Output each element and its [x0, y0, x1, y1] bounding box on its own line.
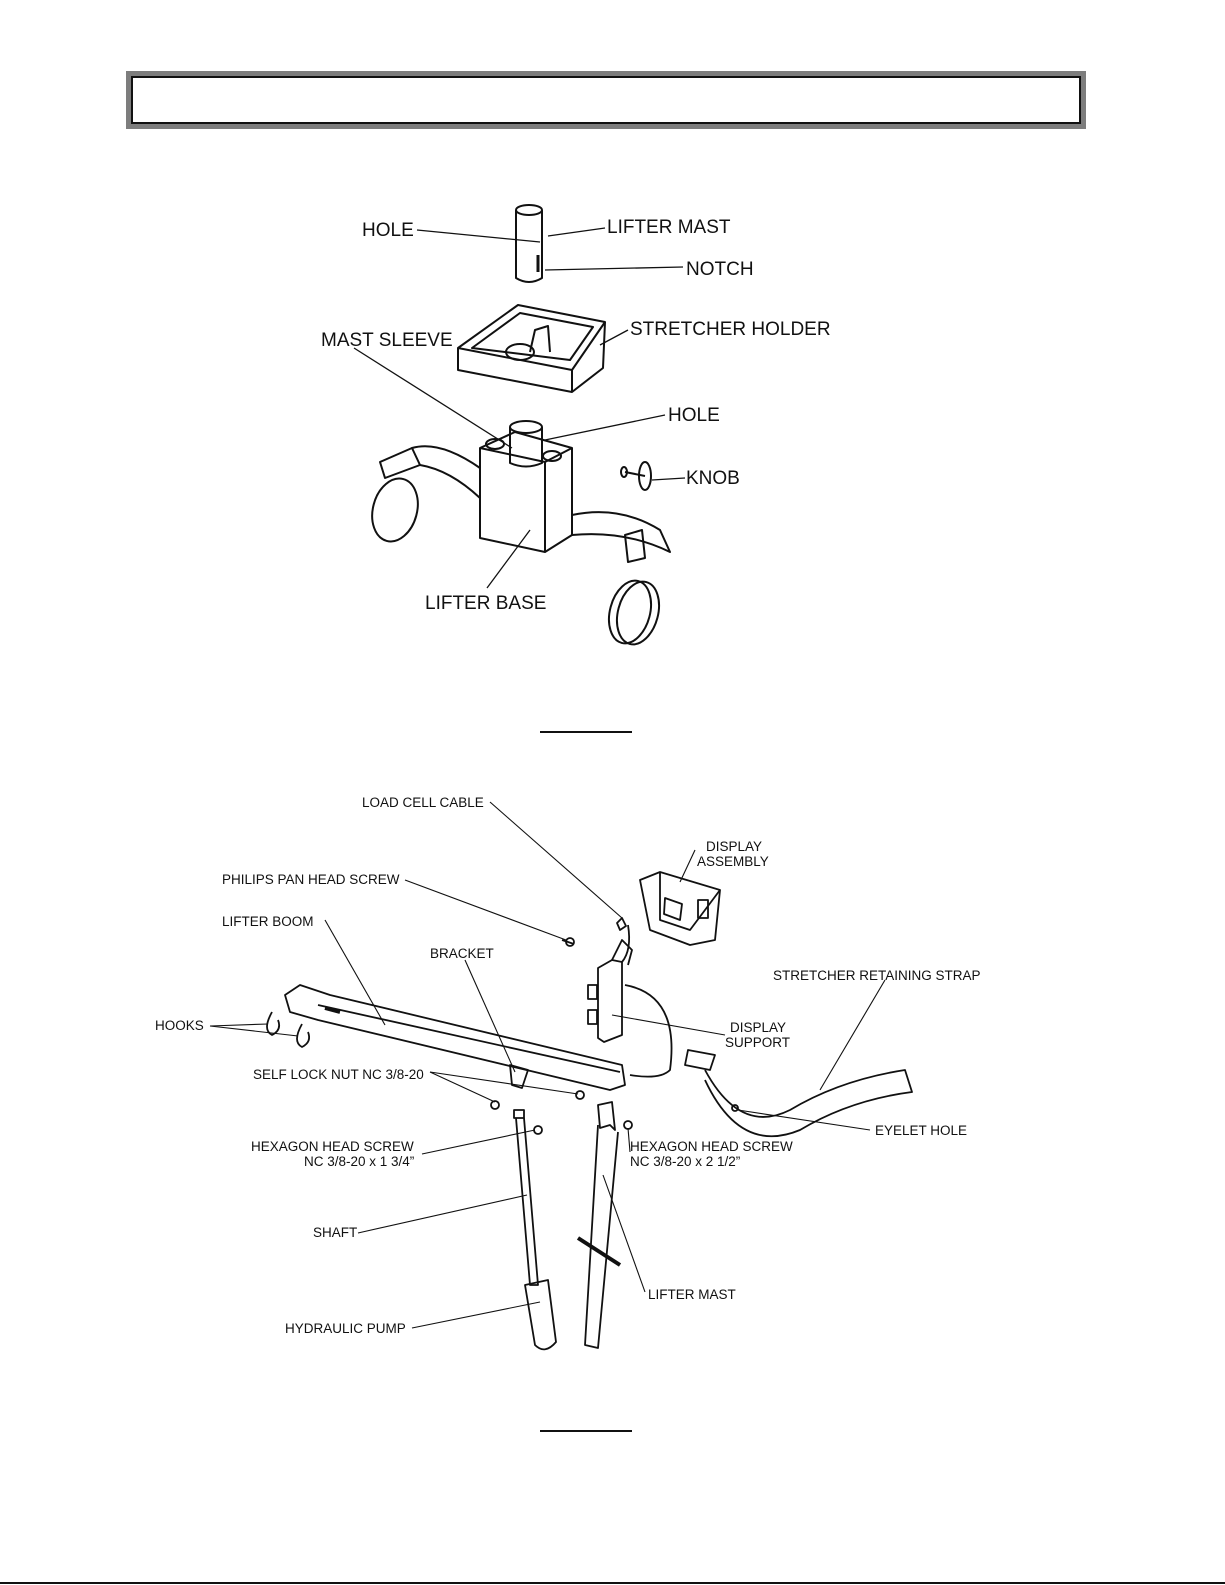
- display-assembly-part: [639, 871, 721, 946]
- knob-part: [620, 461, 652, 491]
- label-display-assembly-line2: ASSEMBLY: [697, 854, 769, 869]
- lifter-mast-tube-part: [576, 1101, 622, 1349]
- label-self-lock-nut: SELF LOCK NUT NC 3/8-20: [253, 1067, 424, 1082]
- label-notch: NOTCH: [686, 259, 754, 280]
- label-shaft: SHAFT: [313, 1225, 357, 1240]
- label-lifter-mast: LIFTER MAST: [648, 1287, 736, 1302]
- label-philips-pan-head-screw: PHILIPS PAN HEAD SCREW: [222, 872, 400, 887]
- lifter-base-part: [371, 420, 671, 646]
- label-hole-sleeve: HOLE: [668, 405, 720, 426]
- label-hexagon-head-screw-left-line2: NC 3/8-20 x 1 3/4”: [304, 1154, 414, 1169]
- label-hexagon-head-screw-right-line1: HEXAGON HEAD SCREW: [630, 1139, 793, 1154]
- label-hydraulic-pump: HYDRAULIC PUMP: [285, 1321, 406, 1336]
- label-hole-top: HOLE: [362, 220, 414, 241]
- label-lifter-base: LIFTER BASE: [425, 593, 546, 614]
- stretcher-retaining-strap-part: [684, 1049, 913, 1138]
- stretcher-holder-part: [457, 304, 606, 393]
- figure-1-mast-assembly-diagram: HOLE LIFTER MAST NOTCH MAST SLEEVE STRET…: [321, 204, 831, 646]
- label-knob: KNOB: [686, 468, 740, 489]
- label-display-support-line2: SUPPORT: [725, 1035, 790, 1050]
- hydraulic-pump-part: [524, 1279, 557, 1351]
- figure-1-caption-underline: [540, 731, 632, 733]
- header-box: [126, 71, 1086, 129]
- label-hexagon-head-screw-right-line2: NC 3/8-20 x 2 1/2”: [630, 1154, 740, 1169]
- label-lifter-mast: LIFTER MAST: [607, 217, 731, 238]
- label-display-assembly-line1: DISPLAY: [706, 839, 762, 854]
- label-hexagon-head-screw-left-line1: HEXAGON HEAD SCREW: [251, 1139, 414, 1154]
- lifter-mast-part: [515, 204, 543, 283]
- shaft-part: [513, 1109, 539, 1286]
- header-title-frame: [131, 76, 1081, 124]
- label-bracket: BRACKET: [430, 946, 494, 961]
- label-hooks: HOOKS: [155, 1018, 204, 1033]
- label-stretcher-retaining-strap: STRETCHER RETAINING STRAP: [773, 968, 981, 983]
- label-lifter-boom: LIFTER BOOM: [222, 914, 314, 929]
- label-eyelet-hole: EYELET HOLE: [875, 1123, 967, 1138]
- label-load-cell-cable: LOAD CELL CABLE: [362, 795, 484, 810]
- label-display-support-line1: DISPLAY: [730, 1020, 786, 1035]
- fasteners-part: [490, 937, 633, 1135]
- figure-2-caption-underline: [540, 1430, 632, 1432]
- page-bottom-rule: [0, 1582, 1225, 1584]
- figure-2-boom-assembly-diagram: LOAD CELL CABLE DISPLAY ASSEMBLY PHILIPS…: [155, 795, 981, 1351]
- label-mast-sleeve: MAST SLEEVE: [321, 330, 453, 351]
- display-support-part: [587, 917, 673, 1078]
- lifter-boom-part: [266, 984, 626, 1091]
- label-stretcher-holder: STRETCHER HOLDER: [630, 319, 831, 340]
